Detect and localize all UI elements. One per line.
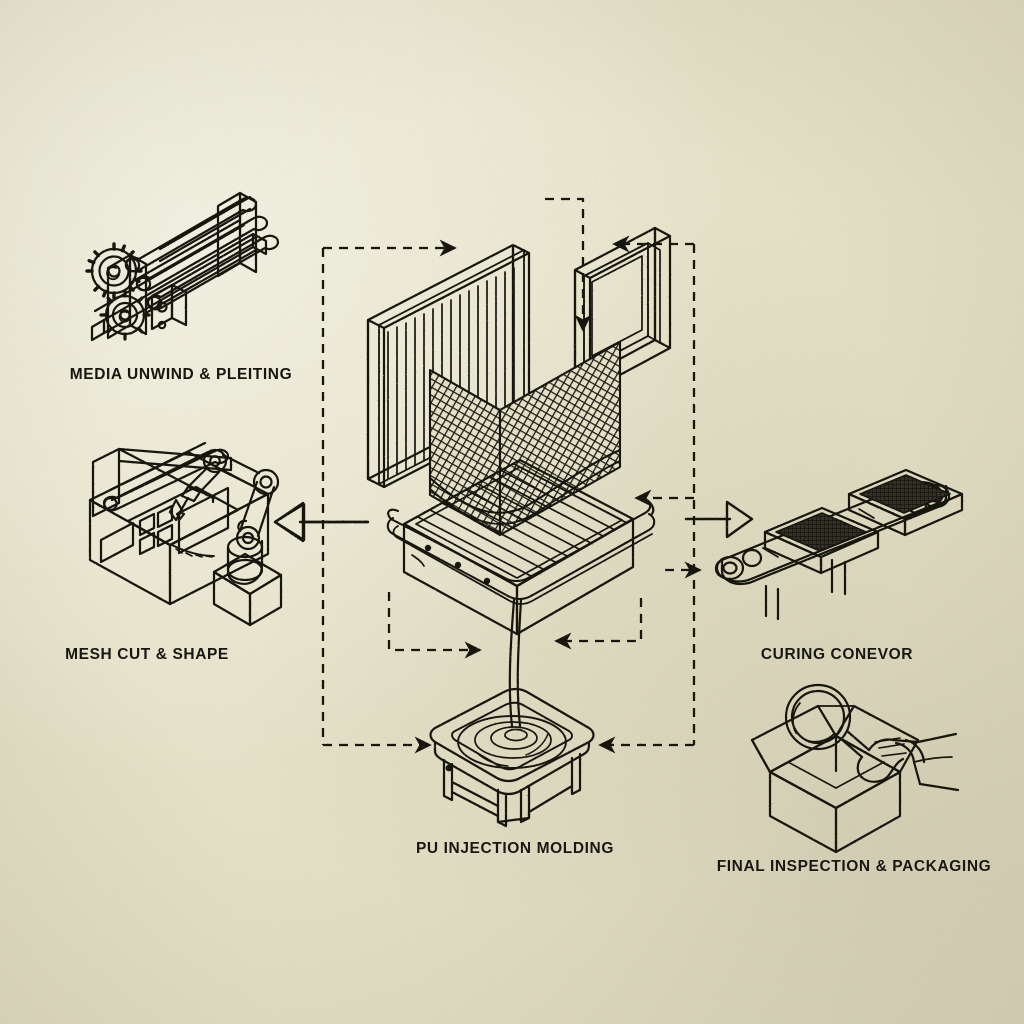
station-label-mesh-cut: MESH CUT & SHAPE xyxy=(65,646,229,663)
station-label-media-unwind: MEDIA UNWIND & PLEITING xyxy=(69,366,293,383)
pour-mold-tray-icon xyxy=(429,598,595,828)
mesh-screen xyxy=(428,340,622,537)
robot-arm-cutting-table-icon xyxy=(88,441,283,627)
station-label-curing-conveyor: CURING CONEVOR xyxy=(760,646,914,663)
roller-unwind-machine-icon xyxy=(85,191,280,342)
station-label-pu-injection: PU INJECTION MOLDING xyxy=(415,840,615,857)
belt-conveyor-icon xyxy=(714,468,964,621)
station-label-final-inspection: FINAL INSPECTION & PACKAGING xyxy=(716,858,992,875)
magnifier-hand-box-icon xyxy=(750,683,960,854)
